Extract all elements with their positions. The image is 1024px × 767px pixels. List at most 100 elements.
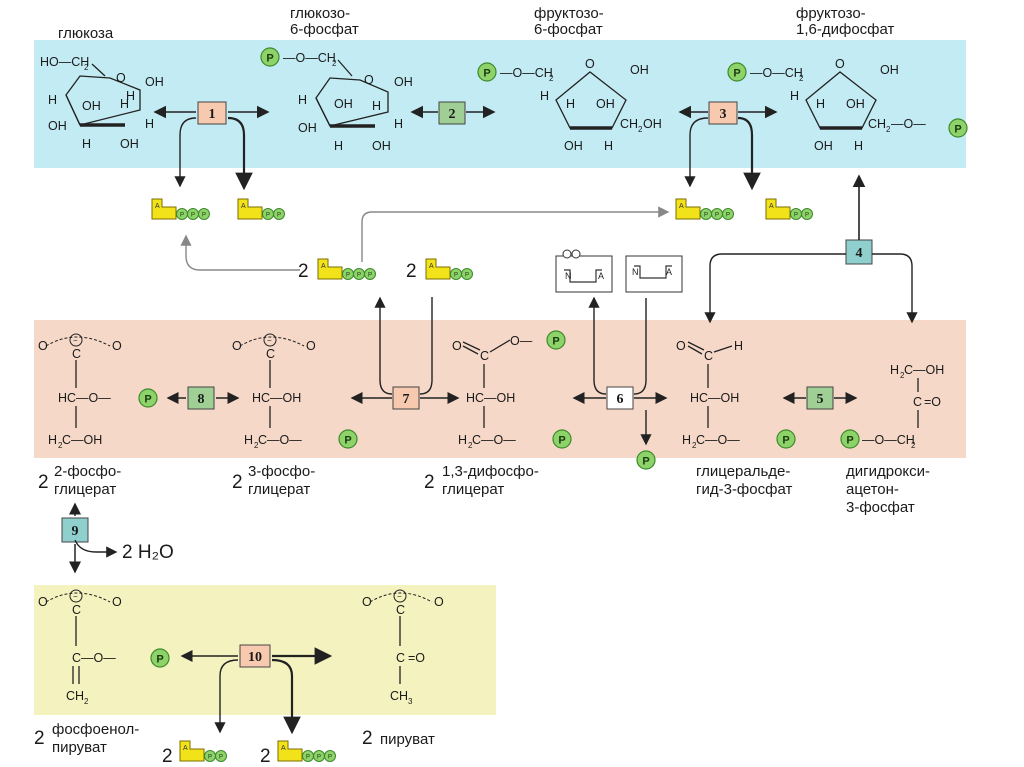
svg-text:C—O—: C—O— (72, 651, 116, 665)
svg-text:2: 2 (58, 441, 63, 450)
svg-text:−: − (73, 336, 78, 345)
svg-text:C: C (266, 347, 275, 361)
svg-text:C: C (396, 603, 405, 617)
svg-text:H: H (890, 363, 899, 377)
svg-text:O: O (364, 73, 374, 87)
name-pyruvate: пируват (380, 731, 435, 748)
svg-text:H: H (734, 339, 743, 353)
coef-atp-bottom: 2 (162, 746, 173, 767)
svg-text:CH: CH (868, 117, 886, 131)
svg-text:O: O (434, 595, 444, 609)
name-f16bp-line2: 1,6-дифосфат (796, 21, 895, 38)
name-gap-line2: гид-3-фосфат (696, 481, 792, 498)
svg-text:C—O—: C—O— (696, 433, 740, 447)
phosphate-icon (636, 450, 656, 470)
svg-text:2: 2 (799, 74, 804, 83)
svg-text:H: H (540, 89, 549, 103)
step-9-label: 9 (72, 524, 79, 539)
svg-text:C: C (396, 651, 405, 665)
svg-text:2: 2 (886, 125, 891, 134)
svg-text:H: H (816, 97, 825, 111)
nad-oxidized-icon: N A (555, 249, 613, 293)
svg-text:O: O (306, 339, 316, 353)
coef-2pg: 2 (38, 472, 49, 493)
svg-text:O: O (835, 57, 845, 71)
step-3-label: 3 (720, 107, 727, 122)
svg-text:OH: OH (643, 117, 662, 131)
g6p-structure: —O—CH2 O OH H H OH H OH H OH (260, 47, 413, 153)
svg-text:OH: OH (145, 75, 164, 89)
svg-text:N: N (632, 267, 639, 277)
svg-text:OH: OH (814, 139, 833, 153)
coef-adp: 2 (406, 261, 417, 282)
svg-text:OH: OH (846, 97, 865, 111)
svg-text:OH: OH (394, 75, 413, 89)
step-9-box (61, 517, 89, 543)
step-7-box (392, 386, 420, 410)
svg-text:3: 3 (408, 697, 413, 706)
svg-text:=O: =O (408, 651, 425, 665)
svg-text:OH: OH (82, 99, 101, 113)
svg-text:−: − (267, 336, 272, 345)
svg-text:C: C (72, 603, 81, 617)
step-2-box (438, 101, 466, 125)
svg-text:O: O (676, 339, 686, 353)
svg-text:2: 2 (254, 441, 259, 450)
name-pep-line1: фосфоенол- (52, 721, 139, 738)
nad-reduced-icon: N A (625, 255, 683, 293)
svg-text:—O—CH: —O—CH (500, 66, 553, 80)
svg-text:H: H (790, 89, 799, 103)
coef-bpg: 2 (424, 472, 435, 493)
svg-text:2: 2 (900, 371, 905, 380)
svg-text:C—OH: C—OH (904, 363, 944, 377)
svg-text:C—O—: C—O— (472, 433, 516, 447)
water-product: 2 H₂O (122, 542, 174, 563)
step-8-box (187, 386, 215, 410)
svg-text:2: 2 (638, 125, 643, 134)
step-8-label: 8 (198, 392, 205, 407)
coef-atp: 2 (298, 261, 309, 282)
svg-text:HC—OH: HC—OH (690, 391, 739, 405)
svg-text:−: − (397, 592, 402, 601)
svg-text:H: H (604, 139, 613, 153)
name-dhap-line1: дигидрокси- (846, 463, 930, 480)
svg-text:OH: OH (334, 97, 353, 111)
step-1-box (197, 101, 227, 125)
name-gap-line1: глицеральде- (696, 463, 790, 480)
svg-text:2: 2 (84, 63, 89, 72)
svg-text:OH: OH (48, 119, 67, 133)
svg-text:A: A (598, 271, 604, 281)
svg-text:C—OH: C—OH (62, 433, 102, 447)
name-glucose: глюкоза (58, 25, 114, 42)
svg-text:H: H (298, 93, 307, 107)
name-g6p-line2: 6-фосфат (290, 21, 359, 38)
name-dhap-line2: ацетон- (846, 481, 899, 498)
svg-text:—O—: —O— (891, 117, 926, 131)
step-10-label: 10 (248, 650, 262, 665)
svg-text:HC—OH: HC—OH (466, 391, 515, 405)
coef-pyruvate: 2 (362, 728, 373, 749)
glucose-structure: HO—CH2 O OH H H OH H OH H OH H (40, 55, 164, 151)
step-4-label: 4 (856, 246, 863, 261)
svg-text:2: 2 (468, 441, 473, 450)
svg-text:C: C (913, 395, 922, 409)
svg-text:H: H (145, 117, 154, 131)
svg-text:H: H (372, 99, 381, 113)
name-2pg-line1: 2-фосфо- (54, 463, 121, 480)
step-5-box (806, 386, 834, 410)
svg-text:O: O (585, 57, 595, 71)
svg-text:2: 2 (332, 59, 337, 68)
svg-text:H: H (394, 117, 403, 131)
svg-text:O—: O— (510, 334, 533, 348)
svg-text:HC—O—: HC—O— (58, 391, 111, 405)
name-pep-line2: пируват (52, 739, 107, 756)
svg-text:O: O (112, 339, 122, 353)
